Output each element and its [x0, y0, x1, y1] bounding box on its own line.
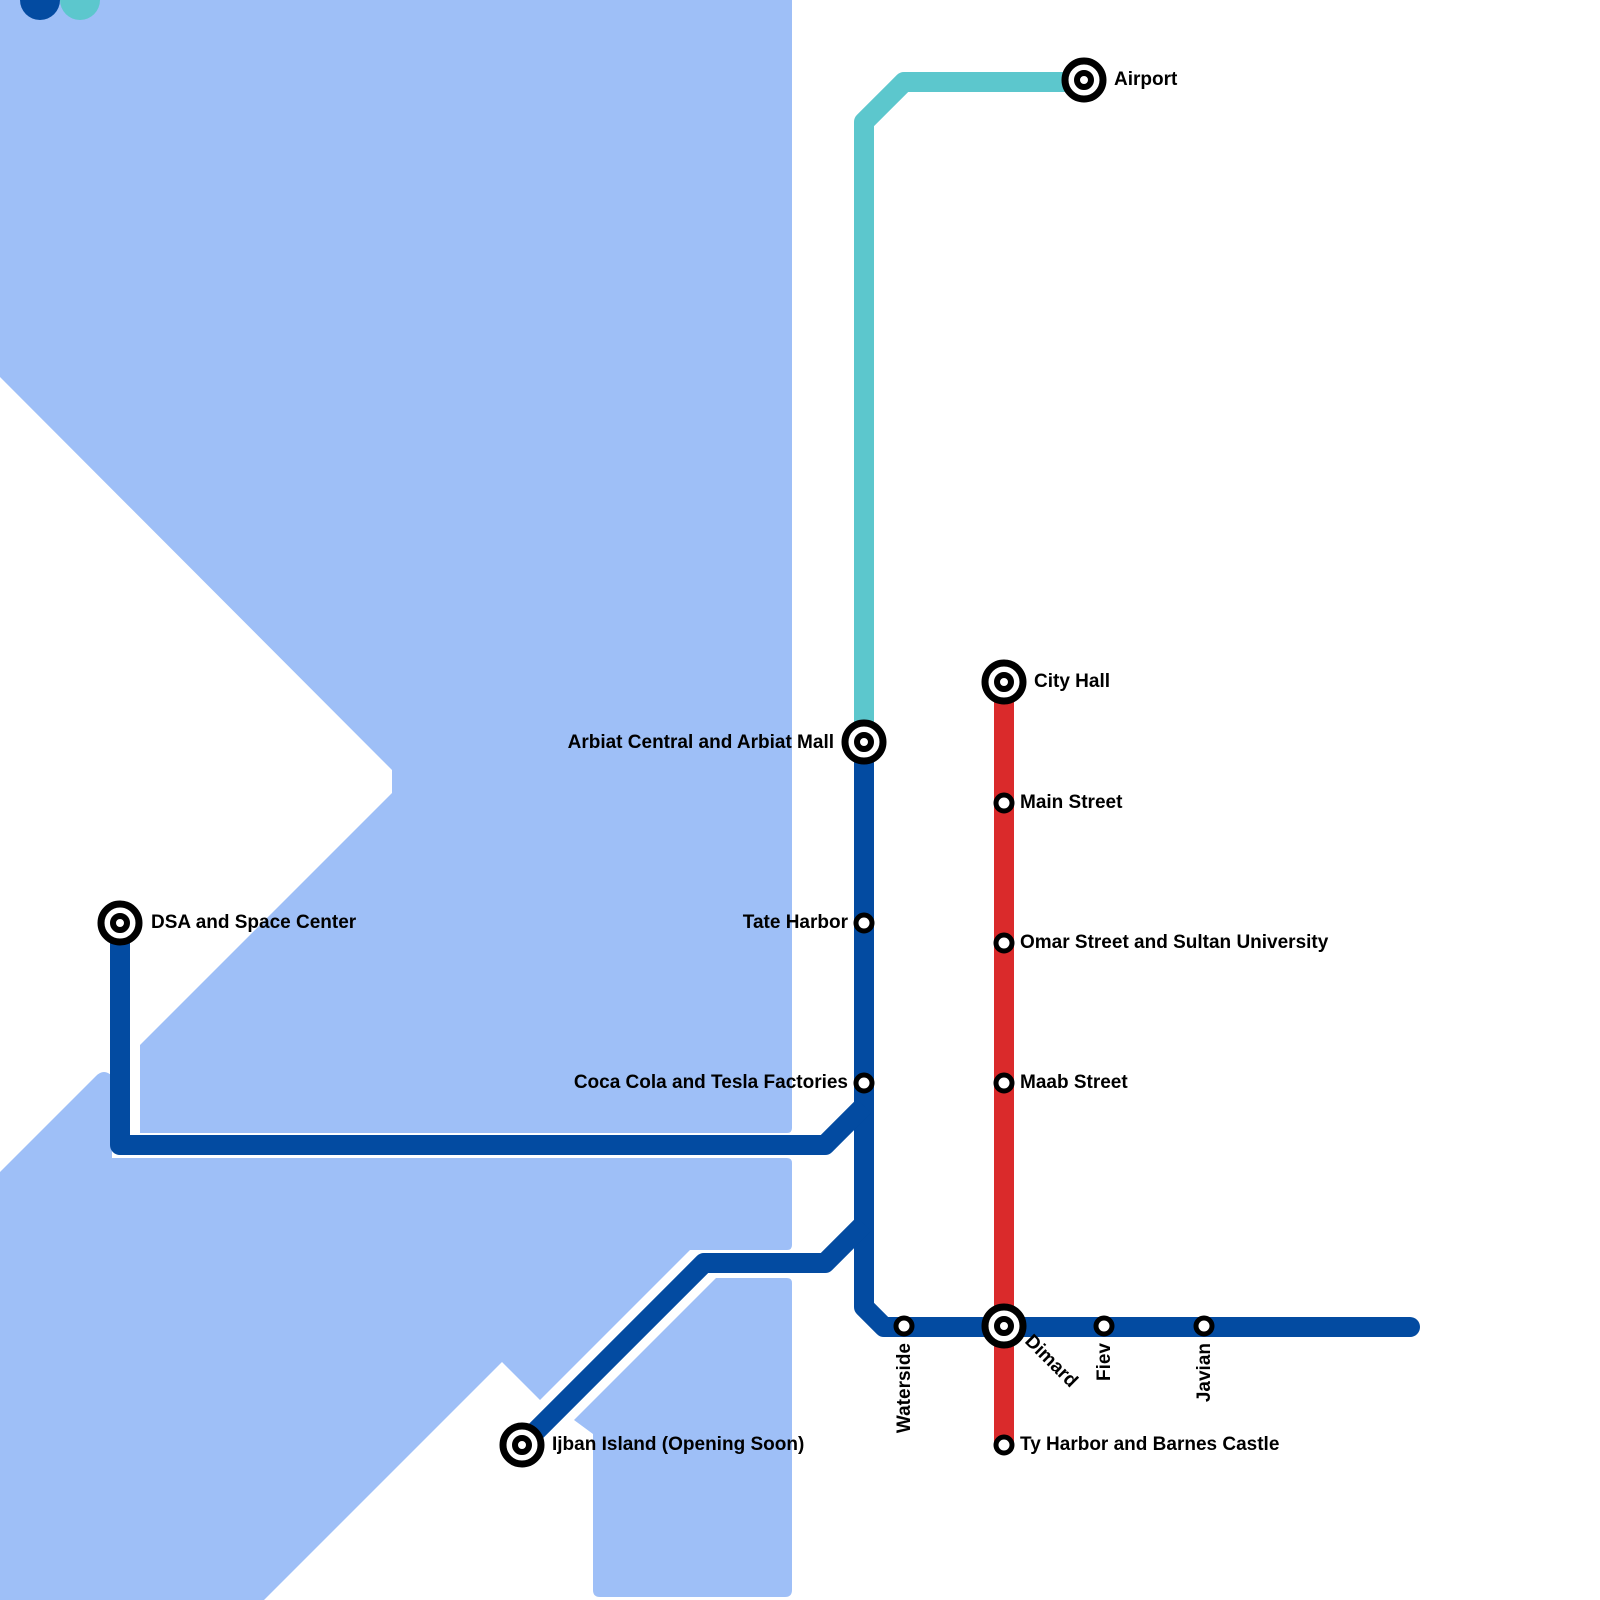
teal-line-dot [60, 0, 100, 20]
teal-line[interactable] [854, 72, 1084, 742]
station-maab[interactable] [993, 1072, 1015, 1094]
station-dimard[interactable] [981, 1303, 1027, 1349]
station-main[interactable] [993, 792, 1015, 814]
water-north [0, 0, 792, 1133]
water-south [574, 1278, 792, 1597]
label-main: Main Street [1020, 792, 1123, 813]
label-javian: Javian [1194, 1343, 1215, 1402]
station-tate[interactable] [853, 912, 875, 934]
label-tate: Tate Harbor [743, 912, 849, 933]
station-fiev[interactable] [1093, 1315, 1115, 1337]
label-maab: Maab Street [1020, 1072, 1128, 1093]
station-tyharbor[interactable] [993, 1434, 1015, 1456]
station-cocacola[interactable] [853, 1072, 875, 1094]
water-middle [0, 1072, 792, 1600]
label-arbiat: Arbiat Central and Arbiat Mall [568, 732, 834, 753]
station-arbiat[interactable] [841, 719, 887, 765]
water-layer [0, 0, 792, 1600]
dark-blue-line-trunk[interactable] [854, 732, 1420, 1337]
label-waterside: Waterside [894, 1343, 915, 1433]
label-dsa: DSA and Space Center [151, 912, 357, 933]
station-waterside[interactable] [893, 1315, 915, 1337]
label-omar: Omar Street and Sultan University [1020, 932, 1329, 953]
label-fiev: Fiev [1094, 1343, 1115, 1381]
label-ijban: Ijban Island (Opening Soon) [552, 1434, 804, 1455]
label-cocacola: Coca Cola and Tesla Factories [574, 1072, 848, 1093]
station-omar[interactable] [993, 932, 1015, 954]
station-cityhall[interactable] [981, 659, 1027, 705]
dark-blue-line-dot [20, 0, 60, 20]
station-javian[interactable] [1193, 1315, 1215, 1337]
label-tyharbor: Ty Harbor and Barnes Castle [1020, 1434, 1279, 1455]
dark-blue-line-ijban-branch[interactable] [514, 1216, 872, 1453]
label-cityhall: City Hall [1034, 671, 1110, 692]
station-ijban[interactable] [499, 1422, 545, 1468]
station-dsa[interactable] [97, 900, 143, 946]
dark-blue-line-dsa-branch[interactable] [110, 923, 872, 1155]
label-airport: Airport [1114, 69, 1178, 90]
station-airport[interactable] [1061, 57, 1107, 103]
label-dimard: Dimard [1020, 1331, 1081, 1392]
